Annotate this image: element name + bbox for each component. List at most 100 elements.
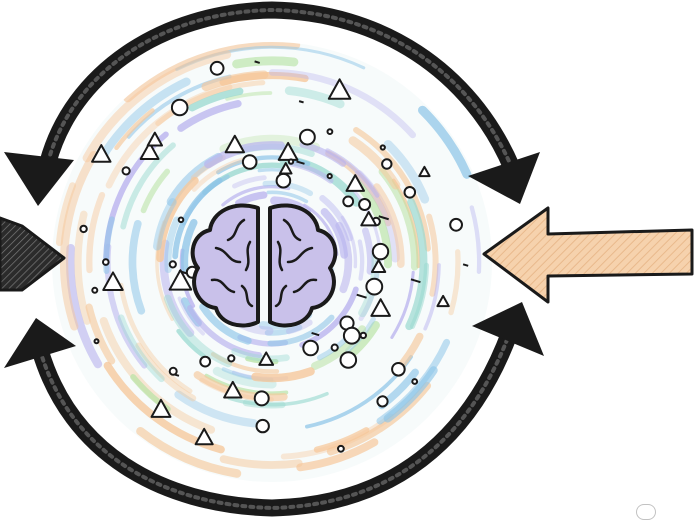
- swirl-stroke: [267, 314, 335, 347]
- particle-circle: [403, 186, 417, 199]
- top-cycle-arrow: [4, 1, 540, 206]
- particle-circle: [326, 173, 333, 180]
- particle-triangle: [345, 174, 366, 192]
- swirl-stroke: [284, 86, 345, 109]
- particle-circle: [170, 98, 189, 117]
- swirl-stroke: [390, 270, 415, 339]
- curved-arrow-icon: [468, 152, 540, 204]
- swirl-stroke: [418, 105, 472, 179]
- particle-circle: [168, 366, 178, 376]
- swirl-stroke: [117, 314, 165, 383]
- swirl-stroke: [448, 249, 461, 316]
- particle-dash: [298, 100, 304, 104]
- particle-circle: [91, 286, 99, 294]
- particle-triangle: [91, 144, 112, 163]
- particle-triangle: [102, 271, 124, 292]
- particle-circle: [102, 258, 110, 266]
- swirl-stroke: [266, 190, 309, 204]
- particle-triangle: [277, 141, 299, 161]
- swirl-stroke: [348, 136, 401, 190]
- particle-circle: [93, 338, 100, 345]
- particle-circle: [391, 362, 406, 377]
- swirl-stroke: [320, 208, 349, 259]
- particle-circle: [199, 355, 212, 368]
- particle-circle: [339, 351, 358, 369]
- swirl-stroke: [251, 367, 315, 383]
- swirl-stroke: [85, 303, 116, 365]
- curved-arrow-icon: [472, 302, 544, 356]
- swirl-stroke: [296, 438, 379, 472]
- watermark: [636, 504, 656, 520]
- swirl-stroke: [123, 42, 301, 103]
- swirl-stroke: [55, 182, 77, 247]
- swirl-stroke: [114, 108, 155, 151]
- swirl-stroke: [201, 70, 269, 91]
- particle-circle: [371, 242, 390, 261]
- particle-circle: [227, 354, 236, 363]
- swirl-stroke: [426, 213, 439, 297]
- swirl-stroke: [212, 366, 277, 389]
- arrow-left-icon: [482, 206, 694, 304]
- swirl-stroke: [128, 219, 146, 315]
- particle-circle: [449, 217, 464, 232]
- particle-circle: [299, 128, 316, 146]
- swirl-stroke: [285, 319, 313, 335]
- swirl-disc: [52, 42, 492, 482]
- swirl-stroke: [362, 227, 374, 275]
- swirl-stroke: [232, 56, 299, 69]
- particle-triangle: [258, 351, 275, 366]
- swirl-stroke: [199, 303, 252, 345]
- brain-icon: [190, 203, 338, 328]
- swirl-stroke: [105, 83, 233, 189]
- swirl-stroke: [264, 324, 303, 336]
- swirl-stroke: [118, 282, 193, 394]
- swirl-stroke: [376, 338, 451, 425]
- swirl-stroke: [204, 373, 289, 396]
- particle-circle: [337, 444, 345, 453]
- particle-circle: [241, 154, 258, 170]
- particle-dash: [254, 60, 261, 64]
- particle-circle: [359, 331, 367, 340]
- swirl-stroke: [234, 191, 268, 207]
- swirl-stroke: [172, 177, 223, 260]
- swirl-stroke: [135, 342, 197, 402]
- particle-triangle: [194, 427, 214, 446]
- particle-dash: [462, 263, 469, 267]
- swirl-stroke: [175, 45, 366, 72]
- swirl-stroke: [353, 127, 431, 252]
- swirl-stroke: [405, 198, 428, 331]
- curved-arrow-icon: [4, 152, 74, 206]
- particle-triangle: [370, 259, 387, 274]
- swirl-stroke: [86, 191, 106, 274]
- particle-triangle: [418, 165, 431, 178]
- swirl-stroke: [210, 352, 280, 374]
- particle-circle: [121, 166, 131, 176]
- swirl-stroke: [65, 243, 103, 369]
- swirl-stroke: [268, 69, 416, 139]
- swirl-stroke: [357, 239, 365, 281]
- particle-dash: [410, 278, 421, 284]
- swirl-stroke: [216, 155, 311, 175]
- swirl-stroke: [313, 427, 370, 453]
- particle-circle: [358, 198, 372, 211]
- swirl-stroke: [74, 210, 91, 325]
- particle-circle: [379, 144, 386, 151]
- swirl-stroke: [325, 148, 380, 198]
- swirl-stroke: [97, 77, 191, 162]
- swirl-stroke: [227, 391, 329, 407]
- particle-circle: [330, 343, 339, 352]
- swirl-stroke: [373, 183, 405, 268]
- swirl-stroke: [60, 150, 98, 331]
- particle-triangle: [224, 134, 246, 154]
- particle-circle: [253, 390, 270, 407]
- swirl-stroke: [177, 296, 205, 336]
- particle-triangle: [168, 269, 193, 291]
- swirl-stroke: [188, 87, 244, 112]
- swirl-stroke: [232, 175, 267, 189]
- particle-circle: [302, 339, 319, 357]
- particle-triangle: [146, 131, 164, 147]
- swirl-stroke: [136, 426, 242, 478]
- particle-triangle: [436, 294, 450, 308]
- wechat-icon: [636, 504, 656, 520]
